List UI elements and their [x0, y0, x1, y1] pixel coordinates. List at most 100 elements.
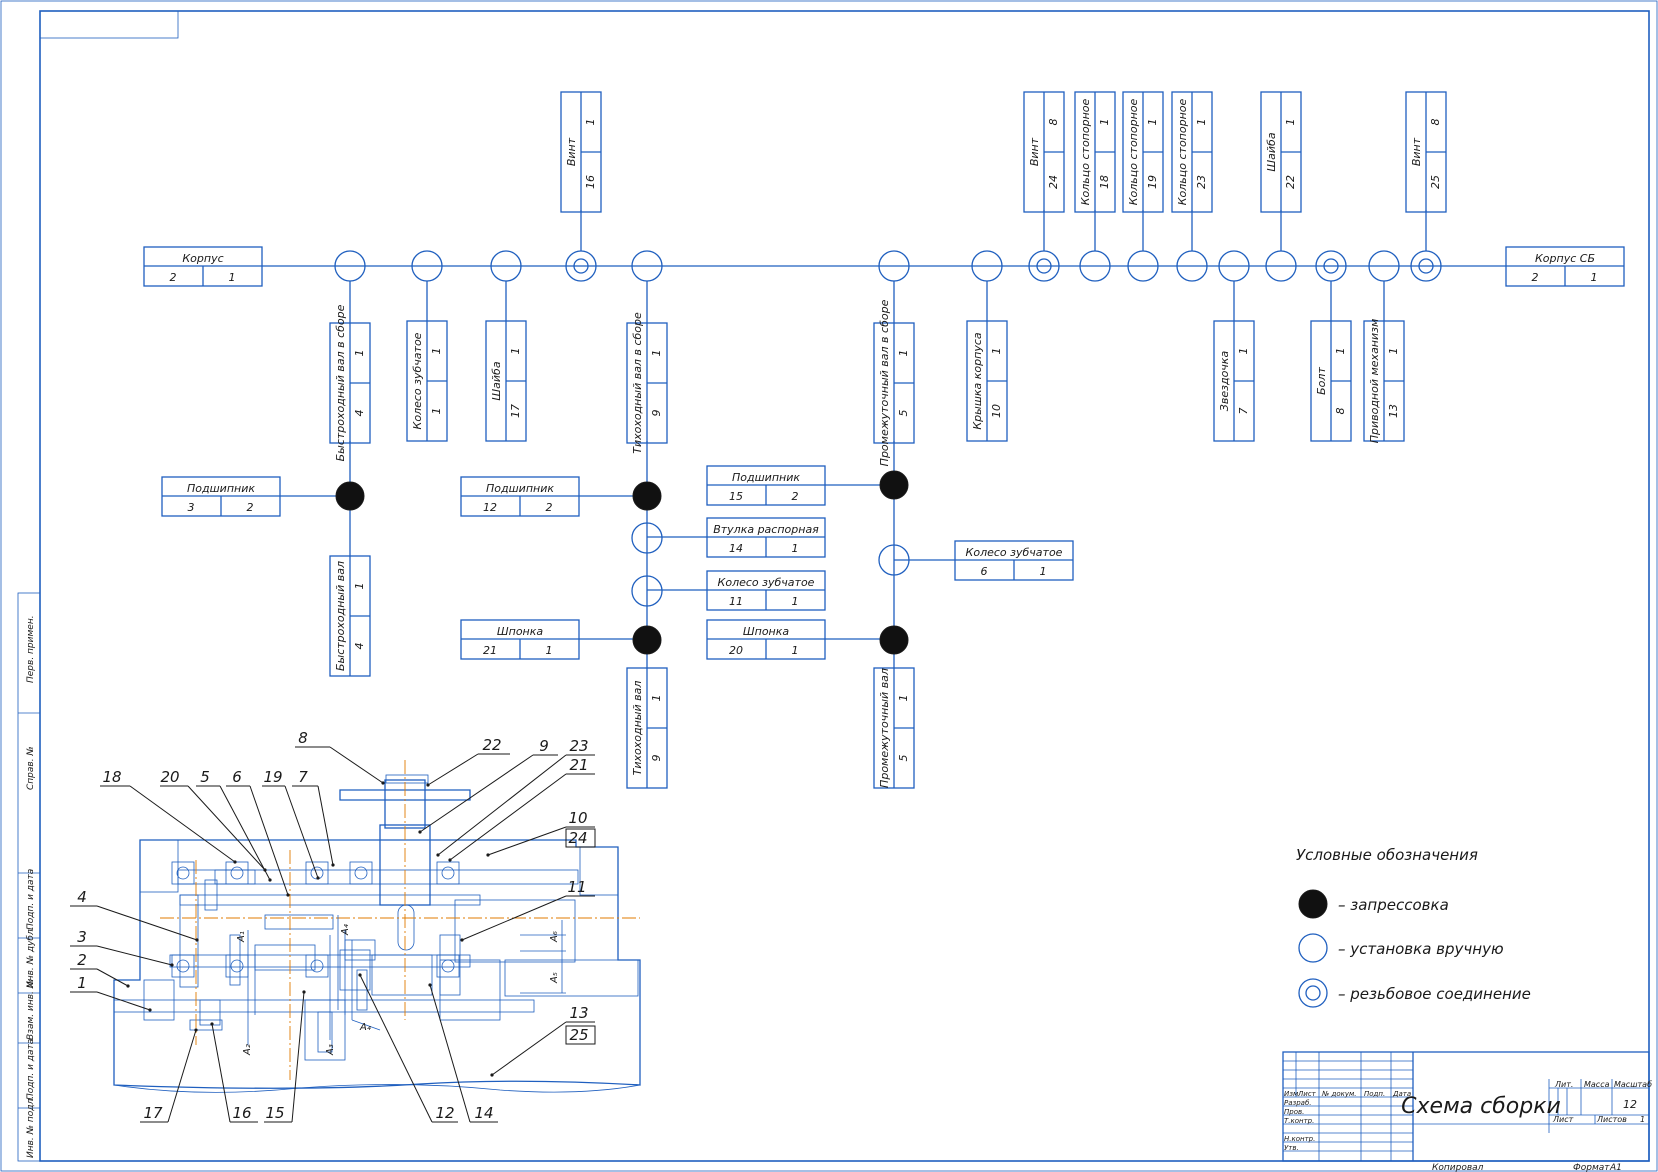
label-qty: 1	[1237, 348, 1250, 355]
thread-connection-icon	[1028, 250, 1060, 282]
label-name: Тихоходный вал в сборе	[631, 312, 644, 454]
dimension-label: A₃	[325, 1044, 336, 1056]
label-pos: 25	[1429, 175, 1442, 189]
label-qty: 1	[1195, 119, 1208, 126]
label-name: Шайба	[490, 361, 503, 400]
label-qty: 1	[792, 644, 799, 657]
callout-7: 7	[292, 768, 335, 867]
callout-number: 19	[263, 768, 282, 786]
manual-install-icon	[971, 250, 1003, 282]
end-product-qty: 1	[1591, 271, 1598, 284]
manual-install-icon	[1368, 250, 1400, 282]
tb-col-header: № докум.	[1321, 1090, 1357, 1098]
connection-symbols	[334, 250, 1442, 655]
label-qty: 8	[1429, 119, 1442, 126]
label-name: Колесо зубчатое	[411, 332, 424, 429]
label-qty: 1	[430, 348, 443, 355]
callout-number: 8	[298, 729, 308, 747]
end-product-box: Корпус СБ 2 1	[1505, 246, 1625, 287]
tb-sheet-label: Лист	[1552, 1115, 1574, 1124]
callout-number: 20	[160, 768, 179, 786]
callout-number: 23	[569, 737, 588, 755]
label-pos: 15	[729, 490, 743, 503]
label-name: Винт	[1410, 137, 1423, 166]
format-label: Формат	[1573, 1163, 1610, 1172]
label-name: Винт	[1028, 137, 1041, 166]
thread-inner-icon	[1418, 258, 1434, 274]
top-part-label: Винт 8 25	[1405, 91, 1447, 213]
callout-9: 9	[418, 737, 558, 834]
label-pos: 9	[650, 410, 663, 417]
callout-16: 16	[210, 1022, 258, 1123]
label-qty: 1	[1284, 119, 1297, 126]
thread-inner-icon	[573, 258, 589, 274]
thread-connection-icon	[1410, 250, 1442, 282]
label-pos: 6	[981, 565, 988, 578]
base-part-name: Корпус	[182, 252, 223, 265]
legend-title: Условные обозначения	[1296, 846, 1478, 864]
manual-install-icon	[878, 544, 910, 576]
label-pos: 24	[1047, 175, 1060, 189]
dimension-label: A₆	[549, 931, 560, 943]
callout-number: 18	[102, 768, 121, 786]
label-name: Звездочка	[1218, 351, 1231, 412]
callout-22: 22	[426, 736, 510, 787]
tb-row-label: Разраб.	[1284, 1099, 1312, 1107]
label-qty: 1	[509, 348, 522, 355]
stamp-text: Перв. примен.	[26, 615, 36, 683]
label-name: Приводной механизм	[1368, 319, 1381, 444]
drawing-title: Схема сборки	[1401, 1094, 1561, 1119]
label-pos: 10	[990, 404, 1003, 418]
callout-number: 21	[569, 756, 588, 774]
callout-5: 5	[196, 768, 272, 882]
label-pos: 22	[1284, 175, 1297, 189]
stamp-text: Инв. № подл.	[26, 1096, 36, 1158]
base-part-box: Корпус 2 1	[143, 246, 263, 287]
press-fit-icon	[632, 481, 662, 511]
manual-install-icon	[1176, 250, 1208, 282]
label-name: Тихоходный вал	[631, 681, 644, 776]
thread-connection-icon	[565, 250, 597, 282]
label-name: Подшипник	[732, 471, 800, 484]
thread-inner-icon	[1036, 258, 1052, 274]
tb-col-header: Изм	[1284, 1090, 1299, 1098]
legend: Условные обозначения – запрессовка – уст…	[1296, 846, 1531, 1008]
label-name: Втулка распорная	[713, 523, 819, 536]
base-part-qty: 1	[229, 271, 236, 284]
callout-6: 6	[226, 768, 290, 897]
label-pos: 21	[483, 644, 497, 657]
callout-21: 21	[448, 756, 595, 862]
label-pos: 16	[584, 175, 597, 189]
manual-install-icon	[334, 250, 366, 282]
copied-label: Копировал	[1432, 1163, 1484, 1172]
callout-10: 10	[486, 809, 595, 857]
stamp-text: Подп. и дата	[26, 869, 36, 930]
callout-number: 2	[77, 951, 87, 969]
manual-install-icon	[411, 250, 443, 282]
label-pos: 4	[353, 410, 366, 417]
label-name: Быстроходный вал в сборе	[334, 304, 347, 461]
press-fit-icon	[879, 470, 909, 500]
callout-number: 16	[232, 1104, 251, 1122]
label-qty: 1	[1098, 119, 1111, 126]
label-name: Быстроходный вал	[334, 561, 347, 671]
label-pos: 7	[1237, 408, 1250, 415]
label-pos: 1	[430, 408, 443, 415]
callout-number: 22	[482, 736, 501, 754]
callout-4: 4	[70, 888, 199, 942]
label-name: Колесо зубчатое	[966, 546, 1063, 559]
label-qty: 1	[792, 542, 799, 555]
callout-number: 1	[77, 974, 87, 992]
housing-outline	[113, 839, 641, 1089]
manual-install-icon	[631, 522, 663, 554]
callout-18: 18	[100, 768, 237, 864]
tb-sheets-value: 1	[1640, 1115, 1645, 1124]
